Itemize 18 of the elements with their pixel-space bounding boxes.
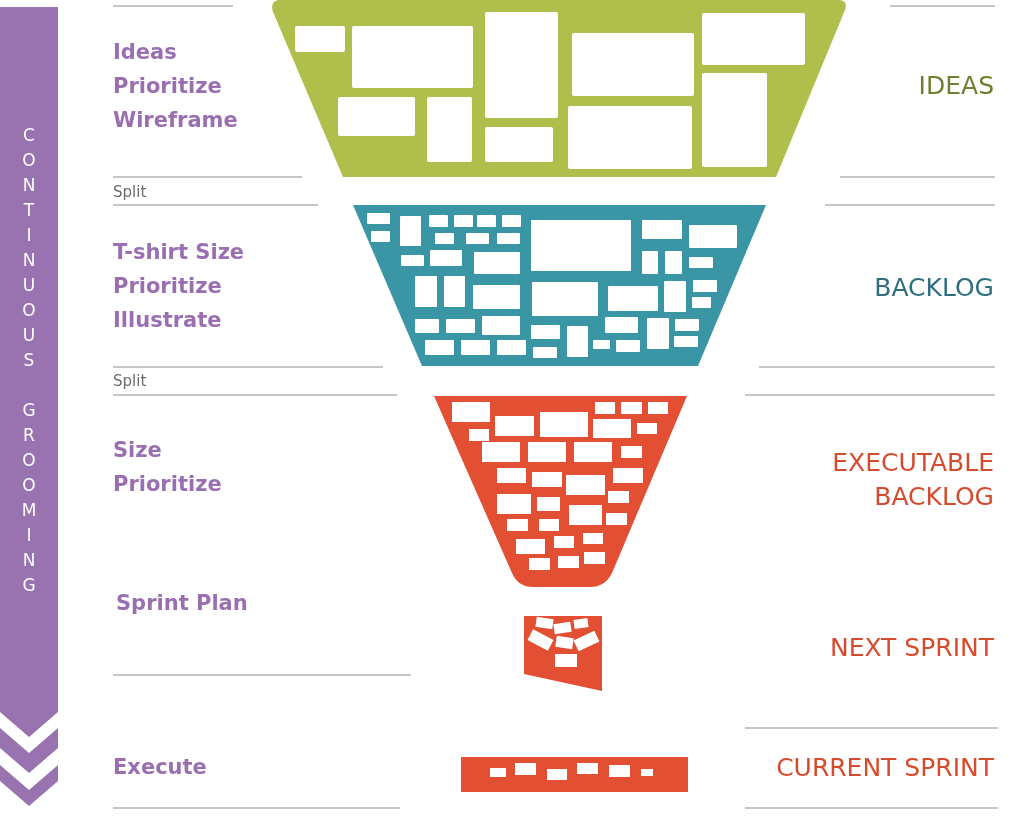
stage-label: IDEAS — [918, 70, 994, 102]
activity-label: Prioritize — [113, 73, 222, 99]
stage-label: NEXT SPRINT — [829, 632, 994, 664]
activity-label: Ideas — [113, 39, 177, 65]
stage-label: BACKLOG — [874, 272, 994, 304]
stage-label: EXECUTABLE BACKLOG — [831, 447, 994, 513]
activity-label: Sprint Plan — [116, 590, 248, 616]
stage-label: CURRENT SPRINT — [776, 752, 994, 784]
activity-label: Wireframe — [113, 107, 238, 133]
activity-label: T-shirt Size — [113, 239, 245, 265]
activity-label: Prioritize — [113, 471, 222, 497]
split-label: Split — [113, 372, 147, 390]
vertical-label: CONTINUOUS GROOMING — [18, 125, 40, 600]
activity-label: Execute — [113, 754, 207, 780]
activity-label: Size — [113, 437, 162, 463]
activity-label: Prioritize — [113, 273, 222, 299]
split-label: Split — [113, 183, 147, 201]
activity-label: Illustrate — [113, 307, 222, 333]
